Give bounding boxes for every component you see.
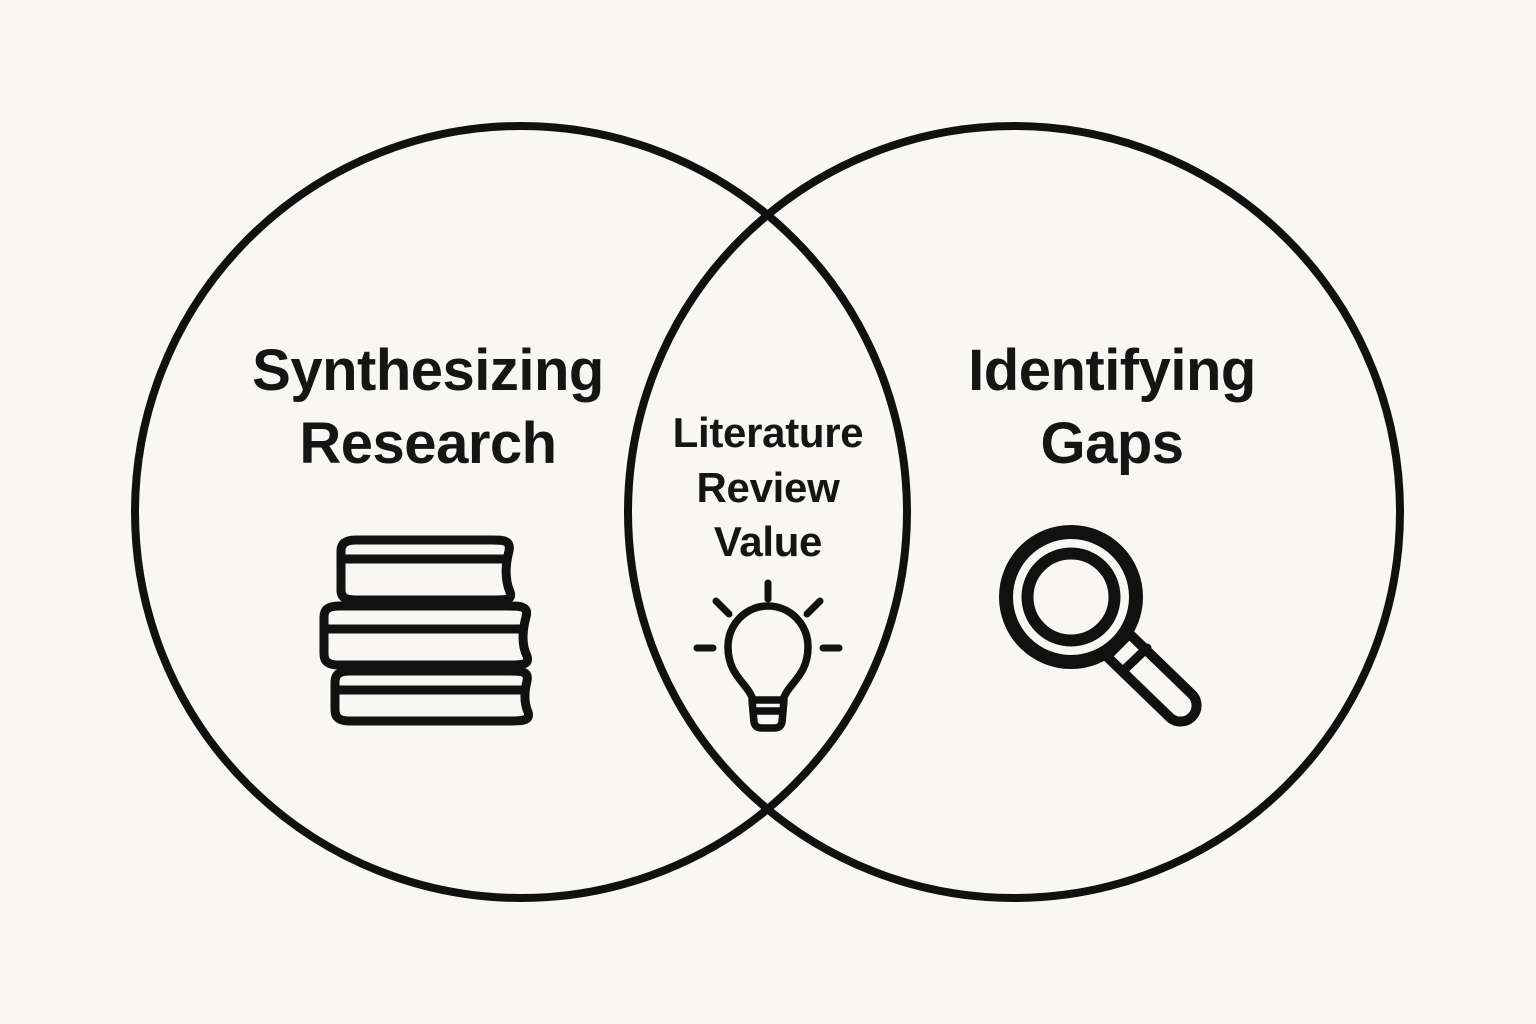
left-circle xyxy=(131,122,911,902)
right-circle xyxy=(624,122,1404,902)
book-middle xyxy=(319,601,533,670)
book-bottom xyxy=(330,666,533,726)
overlap-label-line-1: Literature xyxy=(672,409,864,456)
bulb-rays xyxy=(693,579,843,652)
bulb-base xyxy=(748,696,788,732)
overlap-label-line-2: Review xyxy=(696,463,840,511)
right-label-line-1: Identifying xyxy=(968,338,1256,403)
right-circle-label: Identifying Gaps xyxy=(968,334,1256,480)
books-stack-icon xyxy=(319,535,533,726)
magnifier-outer-ring xyxy=(999,525,1143,669)
book-top xyxy=(336,535,516,605)
magnifier-handle xyxy=(1101,628,1202,727)
bulb-glass xyxy=(724,602,812,704)
magnifying-glass-icon xyxy=(999,525,1202,727)
lightbulb-icon xyxy=(693,579,843,732)
overlap-label-line-3: Value xyxy=(713,518,823,566)
left-label-line-2: Research xyxy=(299,411,557,477)
magnifier-handle-separator xyxy=(1119,643,1152,675)
magnifier-lens xyxy=(1021,547,1121,647)
left-label-line-1: Synthesizing xyxy=(252,338,604,403)
ray-upper-right xyxy=(803,597,824,618)
ray-upper-left xyxy=(712,597,733,618)
overlap-label: Literature Review Value xyxy=(673,406,864,570)
left-circle-label: Synthesizing Research xyxy=(252,334,604,480)
right-label-line-2: Gaps xyxy=(1040,411,1184,477)
